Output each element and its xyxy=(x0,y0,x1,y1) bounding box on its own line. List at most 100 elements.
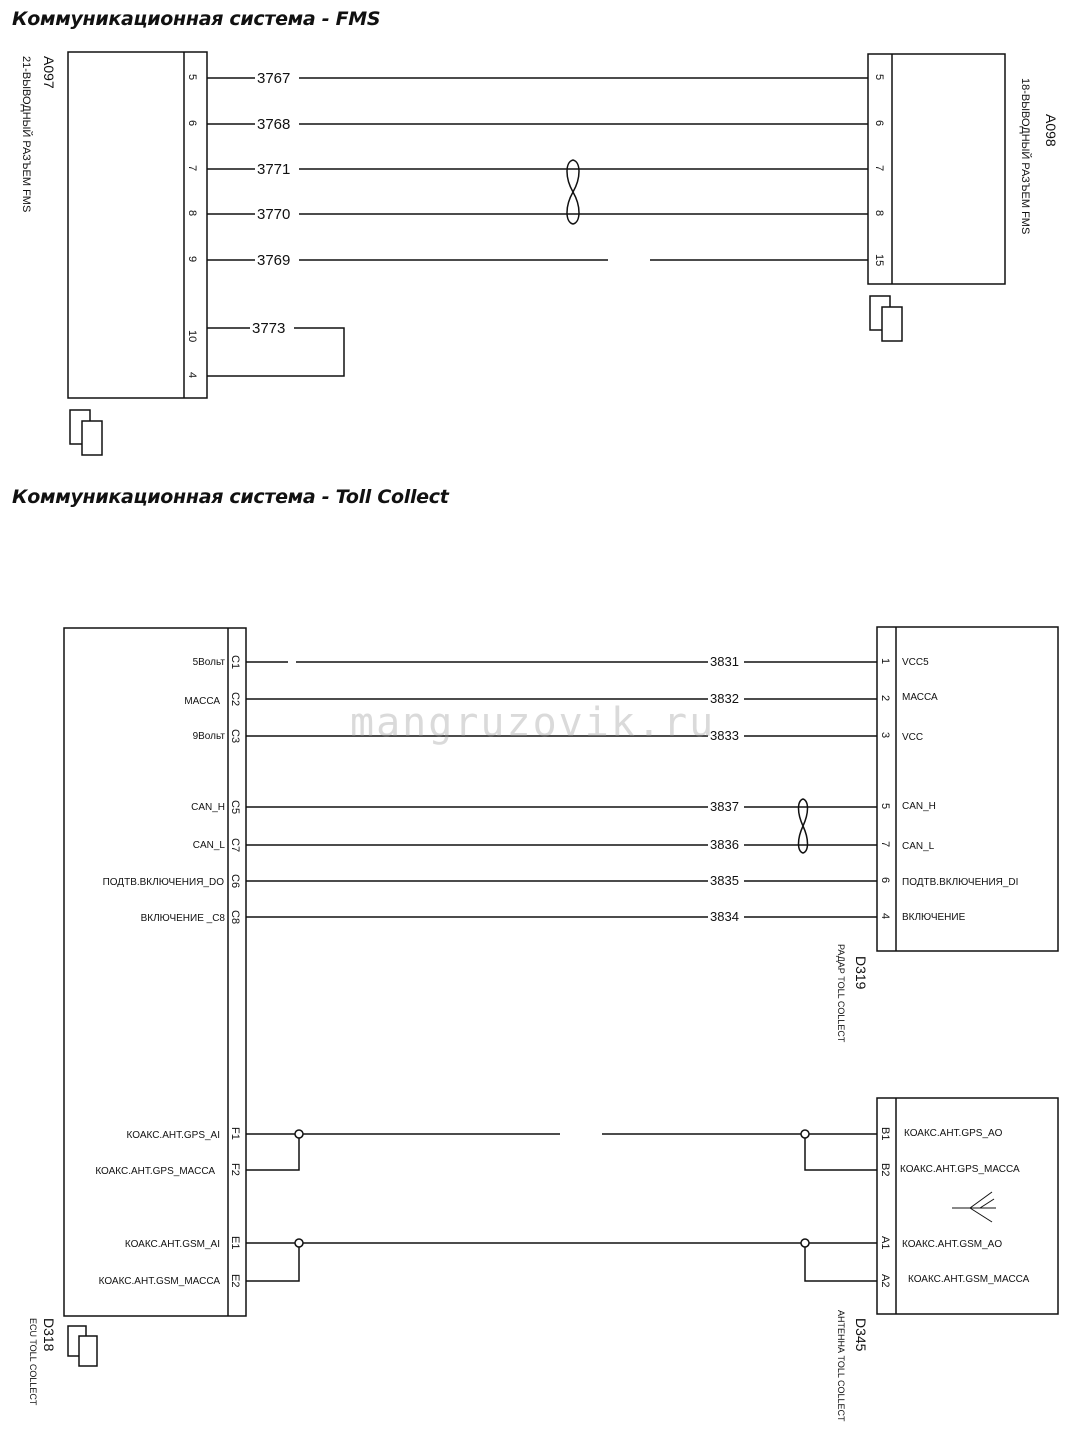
d319-unit-id: D319 xyxy=(853,956,869,990)
wire-number: 3831 xyxy=(710,654,739,669)
connector-view-icon xyxy=(69,409,103,456)
wire-number: 3767 xyxy=(257,70,290,87)
d318-pin: E1 xyxy=(229,1236,241,1249)
a097-pin: 6 xyxy=(186,120,198,126)
d319-pin: 7 xyxy=(879,841,891,847)
d319-signal-label: VCC xyxy=(902,732,923,743)
a097-connector-label: 21-ВЫВОДНЫЙ РАЗЪЕМ FMS xyxy=(20,56,33,212)
d318-signal-label: КОАКС.АНТ.GPS_AI xyxy=(127,1130,220,1141)
a098-connector-box xyxy=(867,53,1006,285)
wire-number: 3773 xyxy=(252,320,285,337)
a098-pin: 15 xyxy=(873,254,885,266)
d345-signal-label: КОАКС.АНТ.GSM_МАССА xyxy=(908,1274,1030,1285)
wire-number: 3769 xyxy=(257,252,290,269)
a098-pin: 7 xyxy=(873,165,885,171)
wire-label-bg xyxy=(255,204,299,222)
coax-gsm-shield-marker-left xyxy=(294,1238,304,1248)
wire-label-bg xyxy=(255,159,299,177)
wire-label-bg xyxy=(255,114,299,132)
a098-connector-label: 18-ВЫВОДНЫЙ РАЗЪЕМ FMS xyxy=(1019,78,1032,234)
coax-gps-shield-left xyxy=(246,1134,300,1171)
d318-pin: C1 xyxy=(229,655,241,669)
toll-collect-title: Коммуникационная система - Toll Collect xyxy=(12,486,449,508)
d318-pin: C3 xyxy=(229,729,241,743)
wire-number: 3768 xyxy=(257,116,290,133)
a097-connector-id: A097 xyxy=(41,56,57,89)
d318-pin: C7 xyxy=(229,838,241,852)
d318-pin: C2 xyxy=(229,692,241,706)
a097-pin: 8 xyxy=(186,210,198,216)
d318-signal-label: CAN_H xyxy=(191,802,225,813)
connector-view-icon xyxy=(869,295,903,342)
coax-gps-shield-marker-right xyxy=(800,1129,810,1139)
a097-pin: 4 xyxy=(186,372,198,378)
a097-pin: 10 xyxy=(186,330,198,342)
twisted-pair-icon xyxy=(566,159,580,225)
d318-pin: F1 xyxy=(229,1127,241,1140)
a097-pin: 9 xyxy=(186,256,198,262)
d319-pin: 5 xyxy=(879,803,891,809)
d318-pin: C6 xyxy=(229,874,241,888)
d345-pin: A2 xyxy=(879,1274,891,1287)
wire-number: 3770 xyxy=(257,206,290,223)
d319-signal-label: ВКЛЮЧЕНИЕ xyxy=(902,912,966,923)
d318-pin: F2 xyxy=(229,1163,241,1176)
coax-gsm-shield-right xyxy=(804,1243,877,1282)
d319-pin: 1 xyxy=(879,658,891,664)
wire-label-bg xyxy=(250,318,294,336)
coax-gps-shield-right xyxy=(804,1134,877,1171)
wire-label-bg xyxy=(708,798,744,814)
d318-signal-label: КОАКС.АНТ.GSM_AI xyxy=(125,1239,220,1250)
d318-signal-label: ПОДТВ.ВКЛЮЧЕНИЯ_DO xyxy=(103,877,225,888)
wire-number: 3832 xyxy=(710,691,739,706)
d318-signal-label: КОАКС.АНТ.GPS_МАССА xyxy=(95,1166,215,1177)
d318-signal-label: 9Вольт xyxy=(193,731,226,742)
d318-pin: E2 xyxy=(229,1274,241,1287)
wire-label-bg xyxy=(708,872,744,888)
coax-gsm-shield-left xyxy=(246,1243,300,1282)
wire-number: 3771 xyxy=(257,161,290,178)
d319-signal-label: VCC5 xyxy=(902,657,929,668)
wire-number: 3837 xyxy=(710,799,739,814)
d318-unit-box xyxy=(63,627,247,1317)
wire-label-bg xyxy=(708,836,744,852)
d319-signal-label: ПОДТВ.ВКЛЮЧЕНИЯ_DI xyxy=(902,877,1018,888)
d319-signal-label: CAN_H xyxy=(902,801,936,812)
a097-pin: 5 xyxy=(186,74,198,80)
d318-signal-label: МАССА xyxy=(184,696,220,707)
d319-signal-label: МАССА xyxy=(902,692,938,703)
coax-gps-shield-marker-left xyxy=(294,1129,304,1139)
wire-label-bg xyxy=(255,68,299,86)
d318-signal-label: КОАКС.АНТ.GSM_МАССА xyxy=(99,1276,221,1287)
d319-pin: 4 xyxy=(879,913,891,919)
d319-unit-label: РАДАР TOLL COLLECT xyxy=(836,944,846,1043)
a097-pin: 7 xyxy=(186,165,198,171)
d345-pin: A1 xyxy=(879,1236,891,1249)
a098-pin: 8 xyxy=(873,210,885,216)
d345-unit-label: АНТЕННА TOLL COLLECT xyxy=(836,1310,846,1422)
coax-gsm-shield-marker-right xyxy=(800,1238,810,1248)
wire-number: 3835 xyxy=(710,873,739,888)
d345-pin: B2 xyxy=(879,1163,891,1176)
d345-unit-id: D345 xyxy=(853,1318,869,1352)
connector-view-icon xyxy=(67,1325,98,1367)
a098-pin: 5 xyxy=(873,74,885,80)
d318-signal-label: ВКЛЮЧЕНИЕ _C8 xyxy=(141,913,226,924)
wire-number: 3833 xyxy=(710,728,739,743)
d319-pin: 3 xyxy=(879,732,891,738)
wire-label-bg xyxy=(708,690,744,706)
wire-number: 3836 xyxy=(710,837,739,852)
d319-signal-label: CAN_L xyxy=(902,841,935,852)
d318-pin: C5 xyxy=(229,800,241,814)
wire-label-bg xyxy=(708,908,744,924)
a098-pin: 6 xyxy=(873,120,885,126)
a097-connector-box xyxy=(67,51,208,399)
wire-label-bg xyxy=(708,653,744,669)
twisted-pair-icon xyxy=(797,798,809,854)
d319-pin: 6 xyxy=(879,877,891,883)
d318-unit-label: ECU TOLL COLLECT xyxy=(28,1318,38,1406)
d345-pin: B1 xyxy=(879,1127,891,1140)
wire-label-bg xyxy=(255,250,299,268)
d318-pin: C8 xyxy=(229,910,241,924)
